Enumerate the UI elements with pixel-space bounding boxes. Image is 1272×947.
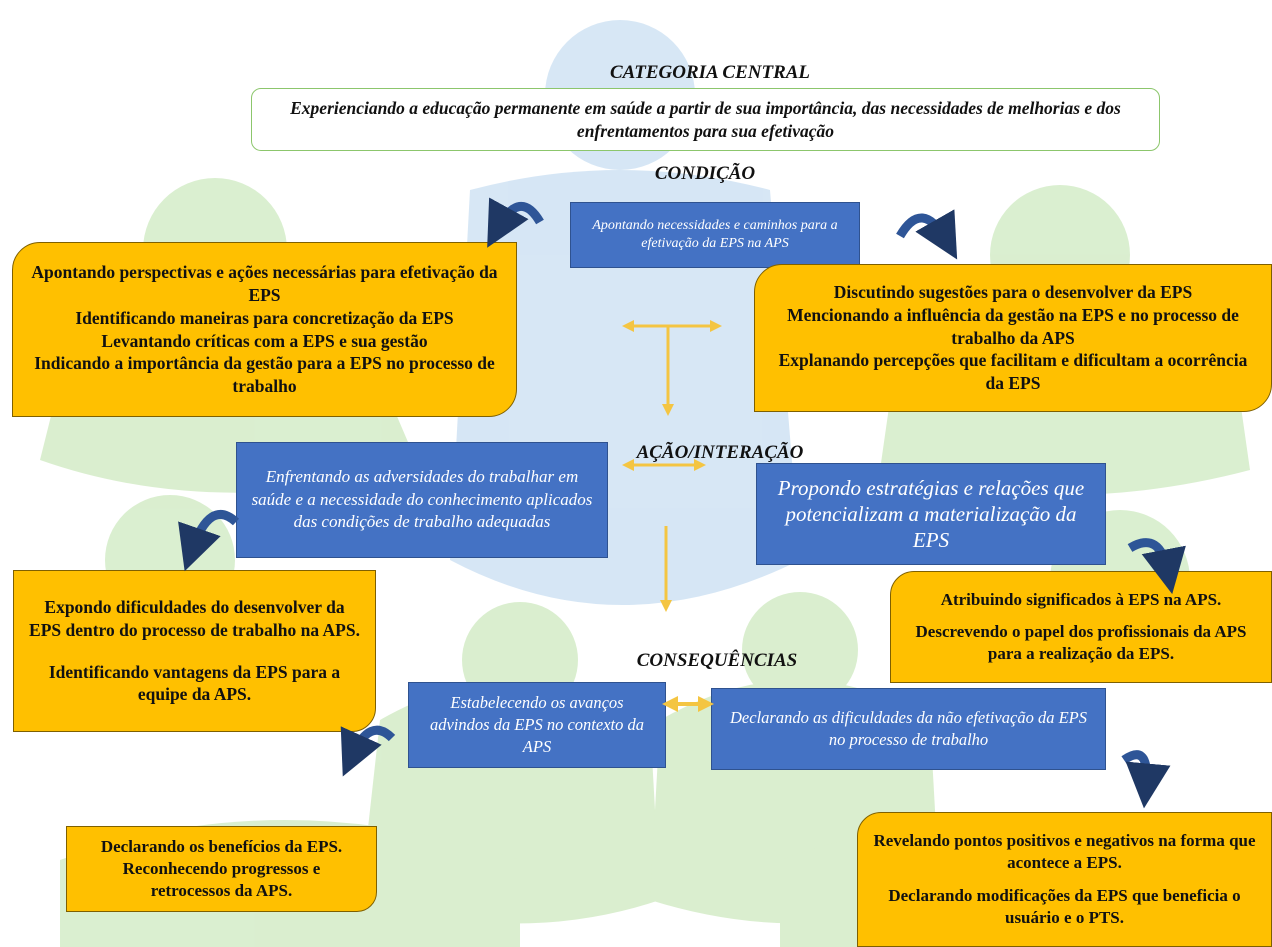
acao-left-item: Expondo dificuldades do desenvolver da E…	[29, 597, 360, 640]
condicao-right-box: Discutindo sugestões para o desenvolver …	[754, 264, 1272, 412]
central-category-box: Experienciando a educação permanente em …	[251, 88, 1160, 151]
consequencias-left-box: Declarando os benefícios da EPS. Reconhe…	[66, 826, 377, 912]
consequencias-left-item: Declarando os benefícios da EPS.	[100, 836, 343, 856]
condicao-left-item: Levantando críticas com a EPS e sua gest…	[101, 330, 428, 351]
condicao-left-item: Identificando maneiras para concretizaçã…	[75, 307, 454, 328]
acao-blue-left-box: Enfrentando as adversidades do trabalhar…	[236, 442, 608, 558]
condicao-right-item: Discutindo sugestões para o desenvolver …	[833, 282, 1193, 303]
acao-left-item: Identificando vantagens da EPS para a eq…	[48, 661, 341, 705]
consequencias-blue-left-box: Estabelecendo os avanços advindos da EPS…	[408, 682, 666, 768]
heading-condicao: CONDIÇÃO	[654, 163, 756, 184]
consequencias-right-item: Declarando modificações da EPS que benef…	[888, 885, 1241, 928]
condicao-blue-box: Apontando necessidades e caminhos para a…	[570, 202, 860, 268]
acao-blue-right-box: Propondo estratégias e relações que pote…	[756, 463, 1106, 565]
acao-right-item: Atribuindo significados à EPS na APS.	[940, 589, 1222, 609]
condicao-left-box: Apontando perspectivas e ações necessári…	[12, 242, 517, 417]
condicao-left-item: Apontando perspectivas e ações necessári…	[31, 262, 498, 305]
heading-categoria-central: CATEGORIA CENTRAL	[609, 62, 811, 83]
consequencias-left-item: Reconhecendo progressos e retrocessos da…	[122, 858, 321, 901]
acao-right-item: Descrevendo o papel dos profissionais da…	[915, 622, 1247, 664]
condicao-right-item: Explanando percepções que facilitam e di…	[778, 350, 1248, 394]
consequencias-blue-right-box: Declarando as dificuldades da não efetiv…	[711, 688, 1106, 770]
consequencias-right-item: Revelando pontos positivos e negativos n…	[873, 830, 1256, 872]
condicao-right-item: Mencionando a influência da gestão na EP…	[787, 304, 1239, 348]
condicao-left-item: Indicando a importância da gestão para a…	[34, 353, 495, 396]
consequencias-right-box: Revelando pontos positivos e negativos n…	[857, 812, 1272, 947]
heading-acao-interacao: AÇÃO/INTERAÇÃO	[636, 442, 804, 463]
heading-consequencias: CONSEQUÊNCIAS	[636, 650, 798, 671]
acao-left-box: Expondo dificuldades do desenvolver da E…	[13, 570, 376, 732]
acao-right-box: Atribuindo significados à EPS na APS. De…	[890, 571, 1272, 683]
